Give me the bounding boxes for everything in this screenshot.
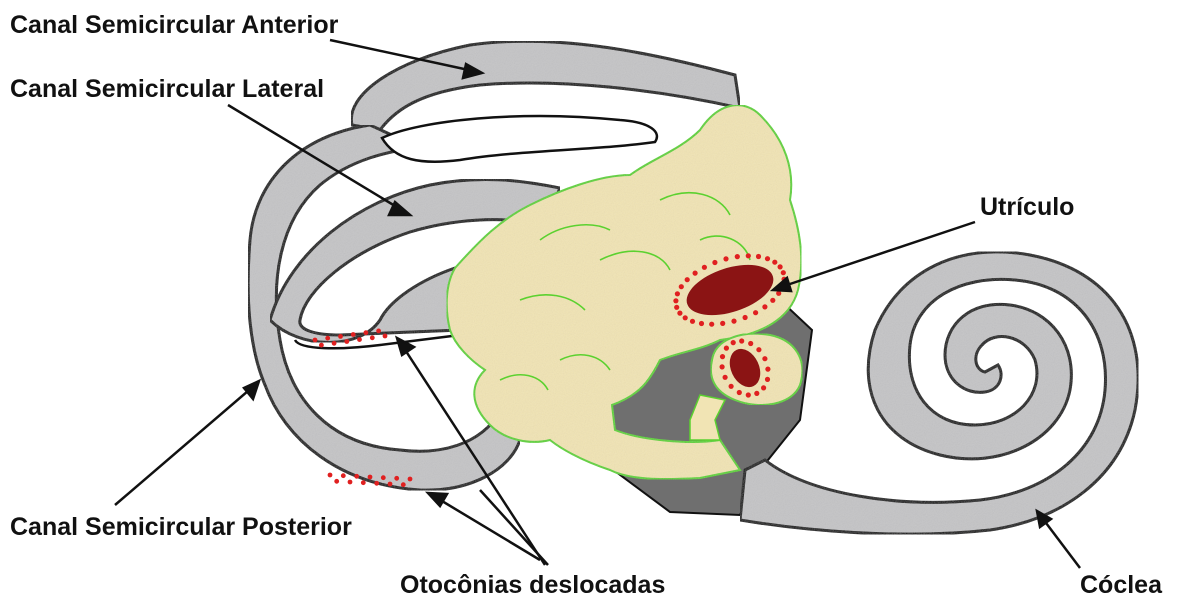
otoconia-dot xyxy=(756,254,761,259)
otoconia-dot xyxy=(388,482,393,487)
otoconia-dot xyxy=(685,277,690,282)
otoconia-dot xyxy=(778,264,783,269)
otoconia-dot xyxy=(772,260,777,265)
otoconia-dot xyxy=(675,291,680,296)
otoconia-dot xyxy=(376,329,381,334)
otoconia-dot xyxy=(720,354,725,359)
otoconia-dot xyxy=(762,304,767,309)
arrowhead-posterior-1 xyxy=(244,381,259,399)
otoconia-dot xyxy=(408,477,413,482)
otoconia-dot xyxy=(351,332,356,337)
otoconia-dot xyxy=(319,343,324,348)
arrowhead-posterior-2 xyxy=(428,493,447,506)
otoconia-dot xyxy=(765,256,770,261)
otoconia-dot xyxy=(383,334,388,339)
otoconia-dot xyxy=(754,391,759,396)
otoconia-dot xyxy=(723,256,728,261)
otoconia-dot xyxy=(723,375,728,380)
otoconia-dot xyxy=(731,340,736,345)
otoconia-dot xyxy=(699,321,704,326)
otoconia-dot xyxy=(693,271,698,276)
otoconia-dot xyxy=(683,315,688,320)
otoconia-dot xyxy=(746,253,751,258)
otoconia-dot xyxy=(338,334,343,339)
otoconia-dot xyxy=(348,480,353,485)
label-lateral-canal: Canal Semicircular Lateral xyxy=(10,77,324,102)
otoconia-dot xyxy=(781,270,786,275)
otoconia-dot xyxy=(735,254,740,259)
otoconia-dot xyxy=(401,482,406,487)
otoconia-dot xyxy=(677,311,682,316)
otoconia-dot xyxy=(325,336,330,341)
otoconia-dot xyxy=(761,385,766,390)
otoconia-dot xyxy=(364,330,369,335)
anterior-canal-lumen xyxy=(382,116,657,162)
otoconia-dot xyxy=(381,475,386,480)
otoconia-dot xyxy=(690,319,695,324)
otoconia-dot xyxy=(712,260,717,265)
label-anterior-canal: Canal Semicircular Anterior xyxy=(10,13,338,38)
otoconia-dot xyxy=(313,338,318,343)
otoconia-dot xyxy=(709,322,714,327)
otoconia-dot xyxy=(762,356,767,361)
otoconia-dot xyxy=(765,377,770,382)
label-utricle: Utrículo xyxy=(980,195,1074,220)
otoconia-dot xyxy=(357,337,362,342)
otoconia-dot xyxy=(370,335,375,340)
otoconia-dot xyxy=(756,347,761,352)
otoconia-dot xyxy=(328,473,333,478)
arrow-posterior-1 xyxy=(115,385,255,505)
otoconia-dot xyxy=(770,298,775,303)
otoconia-dot xyxy=(720,364,725,369)
otoconia-dot xyxy=(753,310,758,315)
otoconia-dot xyxy=(674,305,679,310)
otoconia-dot xyxy=(354,474,359,479)
otoconia-dot xyxy=(729,384,734,389)
otoconia-dot xyxy=(344,339,349,344)
otoconia-dot xyxy=(739,338,744,343)
label-posterior-canal: Canal Semicircular Posterior xyxy=(10,515,352,540)
otoconia-dot xyxy=(702,265,707,270)
otoconia-dot xyxy=(720,321,725,326)
otoconia-dot xyxy=(332,341,337,346)
otoconia-dot xyxy=(341,473,346,478)
otoconia-dot xyxy=(746,392,751,397)
label-cochlea: Cóclea xyxy=(1080,573,1162,598)
otoconia-dot xyxy=(334,479,339,484)
otoconia-dot xyxy=(394,476,399,481)
otoconia-dot xyxy=(731,319,736,324)
arrow-otoconia-2 xyxy=(480,490,548,565)
arrow-posterior-2 xyxy=(432,495,540,560)
otoconia-dot xyxy=(361,480,366,485)
otoconia-dot xyxy=(743,315,748,320)
otoconia-dot xyxy=(679,284,684,289)
otoconia-dot xyxy=(748,341,753,346)
otoconia-dot xyxy=(673,298,678,303)
otoconia-dot xyxy=(724,346,729,351)
otoconia-dot xyxy=(368,475,373,480)
otoconia-dot xyxy=(737,390,742,395)
otoconia-dot xyxy=(765,367,770,372)
label-displaced-otoconia: Otocônias deslocadas xyxy=(400,573,665,598)
otoconia-dot xyxy=(374,481,379,486)
